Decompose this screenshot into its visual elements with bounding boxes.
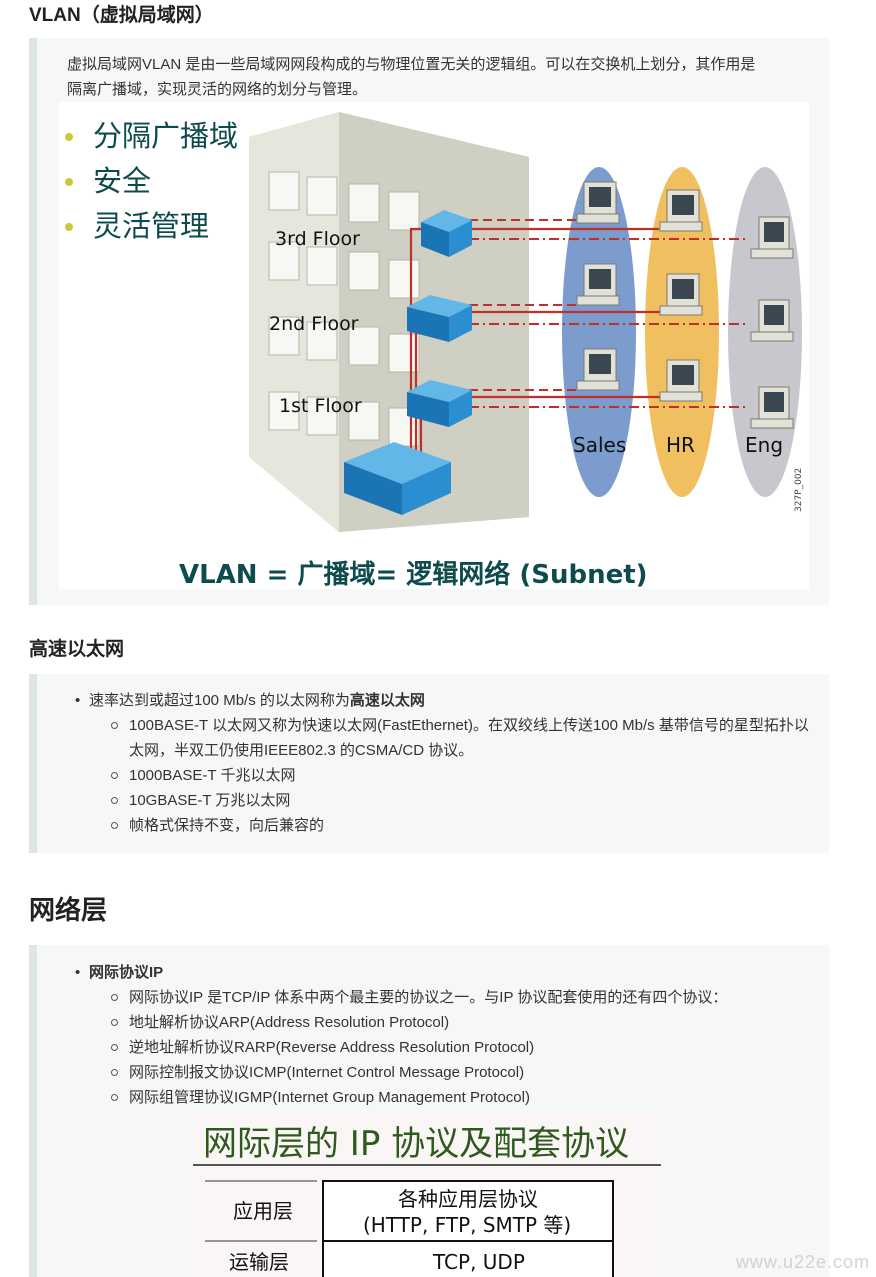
floor-label-1: 1st Floor (279, 395, 362, 417)
ethernet-list: 速率达到或超过100 Mb/s 的以太网称为高速以太网 100BASE-T 以太… (75, 688, 809, 838)
ethernet-sublist: 100BASE-T 以太网又称为快速以太网(FastEthernet)。在双绞线… (89, 713, 809, 838)
vlan-bullet-1: 分隔广播域 (93, 119, 238, 153)
ethernet-bold-term: 高速以太网 (349, 692, 425, 709)
layer-content-transport: TCP, UDP (432, 1250, 525, 1274)
group-label-sales: Sales (573, 433, 626, 457)
watermark: www.u22e.com (735, 1252, 870, 1272)
ethernet-subitem: 1000BASE-T 千兆以太网 (111, 763, 809, 788)
ethernet-subitem: 帧格式保持不变，向后兼容的 (111, 813, 809, 838)
vlan-bullet-3: 灵活管理 (93, 209, 209, 243)
ip-figure-title: 网际层的 IP 协议及配套协议 (203, 1124, 629, 1164)
vlan-blockquote: 虚拟局域网VLAN 是由一些局域网网段构成的与物理位置无关的逻辑组。可以在交换机… (29, 38, 829, 605)
layer-name-application: 应用层 (233, 1199, 293, 1223)
group-label-eng: Eng (745, 433, 783, 457)
layer-name-transport: 运输层 (229, 1250, 289, 1274)
ethernet-blockquote: 速率达到或超过100 Mb/s 的以太网称为高速以太网 100BASE-T 以太… (29, 674, 829, 853)
ethernet-subitem: 100BASE-T 以太网又称为快速以太网(FastEthernet)。在双绞线… (111, 713, 809, 763)
ethernet-subitem: 10GBASE-T 万兆以太网 (111, 788, 809, 813)
layer-content-application: 各种应用层协议 (398, 1187, 538, 1211)
network-list-item: 网际协议IP 网际协议IP 是TCP/IP 体系中两个最主要的协议之一。与IP … (75, 960, 809, 1110)
switch-icons (344, 210, 472, 515)
vlan-intro-line1: 虚拟局域网VLAN 是由一些局域网网段构成的与物理位置无关的逻辑组。可以在交换机… (67, 56, 756, 73)
network-heading: 网络层 (29, 895, 108, 925)
network-subitem: 网际协议IP 是TCP/IP 体系中两个最主要的协议之一。与IP 协议配套使用的… (111, 985, 809, 1010)
group-label-hr: HR (666, 433, 695, 457)
ethernet-list-item: 速率达到或超过100 Mb/s 的以太网称为高速以太网 100BASE-T 以太… (75, 688, 809, 838)
figure-code: 327P_002 (794, 468, 804, 512)
network-list: 网际协议IP 网际协议IP 是TCP/IP 体系中两个最主要的协议之一。与IP … (75, 960, 809, 1110)
vlan-caption: VLAN = 广播域= 逻辑网络 (Subnet) (179, 559, 648, 589)
ethernet-heading: 高速以太网 (29, 639, 125, 660)
vlan-heading: VLAN（虚拟局域网） (29, 5, 214, 26)
vlan-diagram: 分隔广播域 安全 灵活管理 3rd Floor 2nd Floor 1st Fl… (59, 102, 809, 589)
network-subitem: 网际控制报文协议ICMP(Internet Control Message Pr… (111, 1060, 809, 1085)
ip-protocol-diagram: 网际层的 IP 协议及配套协议 应用层 各种应用层协议 (HTTP, FTP, … (193, 1111, 661, 1277)
layer-content-application-detail: (HTTP, FTP, SMTP 等) (363, 1213, 571, 1237)
vlan-bullet-2: 安全 (93, 164, 151, 198)
network-subitem: 网际组管理协议IGMP(Internet Group Management Pr… (111, 1085, 809, 1110)
vlan-intro-line2: 隔离广播域，实现灵活的网络的划分与管理。 (67, 81, 368, 98)
network-blockquote: 网际协议IP 网际协议IP 是TCP/IP 体系中两个最主要的协议之一。与IP … (29, 945, 829, 1277)
floor-label-2: 2nd Floor (269, 313, 359, 335)
network-subitem: 逆地址解析协议RARP(Reverse Address Resolution P… (111, 1035, 809, 1060)
network-subitem: 地址解析协议ARP(Address Resolution Protocol) (111, 1010, 809, 1035)
network-bold-term: 网际协议IP (89, 964, 164, 981)
floor-label-3: 3rd Floor (275, 228, 360, 250)
network-sublist: 网际协议IP 是TCP/IP 体系中两个最主要的协议之一。与IP 协议配套使用的… (89, 985, 809, 1110)
vlan-intro: 虚拟局域网VLAN 是由一些局域网网段构成的与物理位置无关的逻辑组。可以在交换机… (67, 52, 799, 102)
